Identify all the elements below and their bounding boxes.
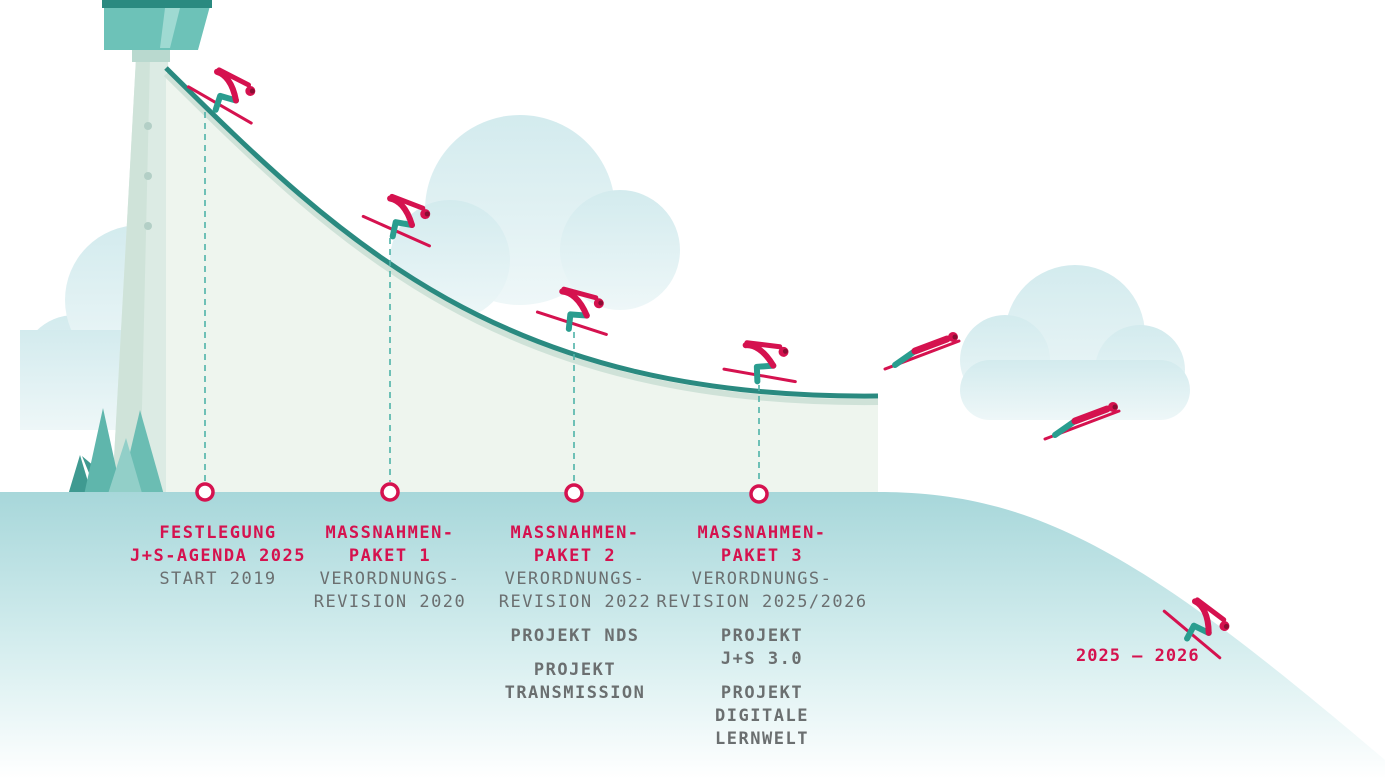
milestone-title: MASSNAHMEN- bbox=[510, 523, 640, 543]
milestone-title: PAKET 2 bbox=[533, 546, 617, 566]
cloud-right bbox=[960, 265, 1190, 420]
tower bbox=[102, 0, 212, 495]
milestone-title: PAKET 1 bbox=[348, 546, 432, 566]
milestone-title: MASSNAHMEN- bbox=[325, 523, 455, 543]
milestone-subtitle: VERORDNUNGS- bbox=[691, 569, 833, 589]
milestone-label: MASSNAHMEN- PAKET 1 VERORDNUNGS- REVISION 2… bbox=[280, 522, 500, 614]
milestone-marker bbox=[195, 482, 215, 502]
milestone-title: PAKET 3 bbox=[720, 546, 804, 566]
milestone-project: PROJEKT bbox=[720, 626, 804, 646]
milestone-label: MASSNAHMEN- PAKET 2 VERORDNUNGS- REVISION 2… bbox=[465, 522, 685, 705]
milestone-subtitle: REVISION 2020 bbox=[313, 592, 467, 612]
final-period-label: 2025 – 2026 bbox=[1076, 646, 1200, 666]
milestone-project: TRANSMISSION bbox=[504, 683, 646, 703]
ramp-track bbox=[164, 66, 879, 399]
milestone-project: DIGITALE bbox=[715, 706, 809, 726]
milestone-lines bbox=[204, 112, 760, 482]
milestone-subtitle: START 2019 bbox=[159, 569, 277, 589]
milestone-subtitle: VERORDNUNGS- bbox=[504, 569, 646, 589]
ramp-shadow bbox=[163, 71, 879, 406]
milestone-project: PROJEKT NDS bbox=[510, 626, 640, 646]
milestone-subtitle: REVISION 2025/2026 bbox=[656, 592, 868, 612]
milestone-marker bbox=[749, 484, 769, 504]
milestone-subtitle: REVISION 2022 bbox=[498, 592, 652, 612]
flying-skier-icon bbox=[885, 332, 959, 369]
landing-hill bbox=[0, 492, 1385, 779]
milestone-title: FESTLEGUNG bbox=[159, 523, 277, 543]
milestone-subtitle: VERORDNUNGS- bbox=[319, 569, 461, 589]
milestone-project: PROJEKT bbox=[720, 683, 804, 703]
milestone-project: J+S 3.0 bbox=[720, 649, 804, 669]
trees bbox=[68, 408, 164, 500]
milestone-project: LERNWELT bbox=[715, 729, 809, 749]
milestone-marker bbox=[380, 482, 400, 502]
milestone-title: MASSNAHMEN- bbox=[697, 523, 827, 543]
milestone-markers bbox=[195, 482, 769, 504]
milestone-project: PROJEKT bbox=[533, 660, 617, 680]
milestone-marker bbox=[564, 483, 584, 503]
milestone-title: J+S-AGENDA 2025 bbox=[129, 546, 307, 566]
milestone-label: MASSNAHMEN- PAKET 3 VERORDNUNGS- REVISION 2… bbox=[652, 522, 872, 751]
